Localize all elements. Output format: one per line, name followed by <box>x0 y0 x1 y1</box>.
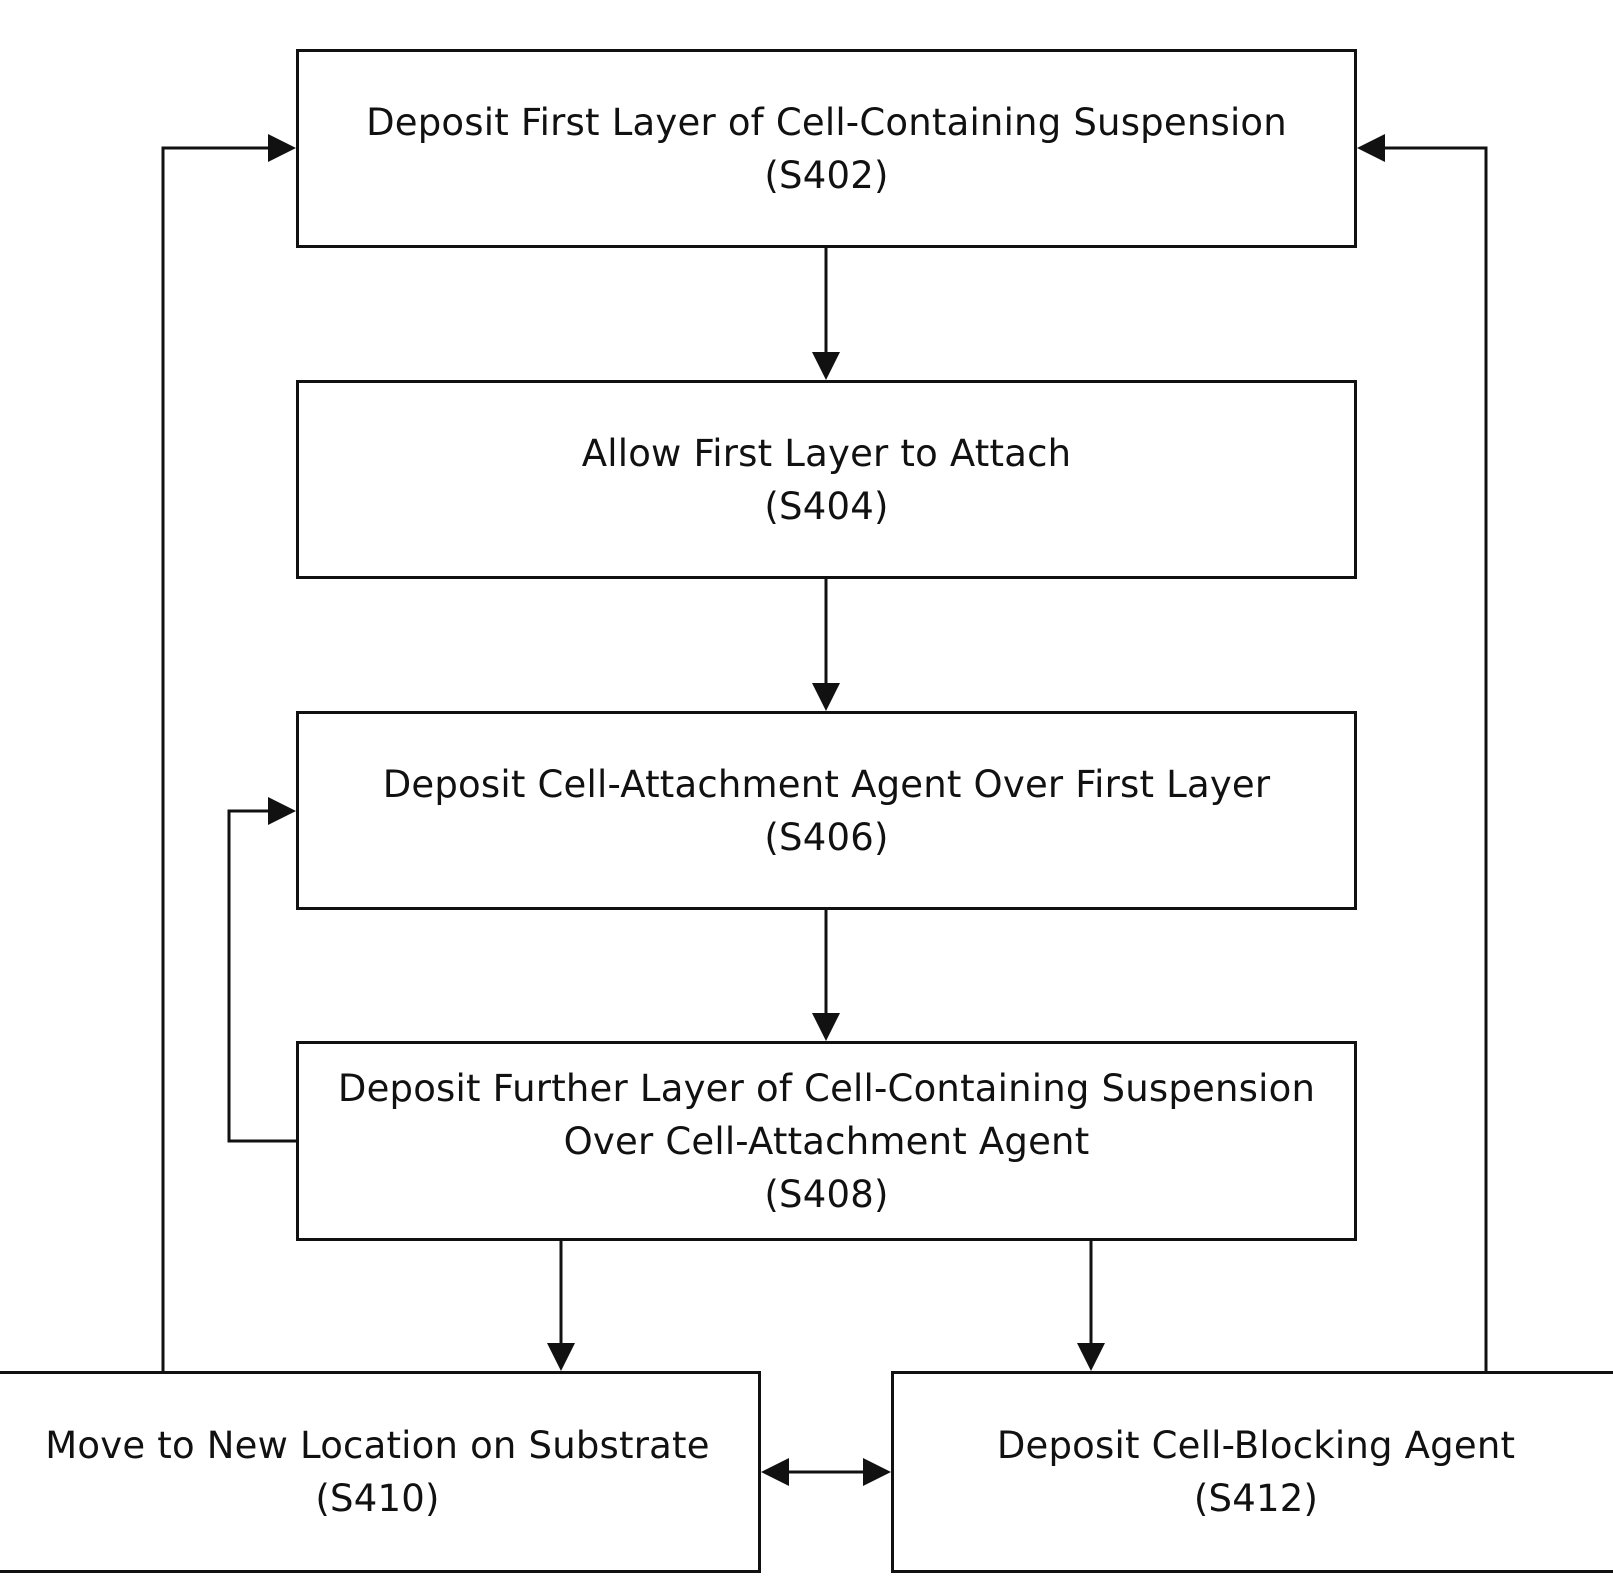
arrow-s408-to-s410 <box>547 1241 575 1371</box>
arrow-s408-loop-to-s406 <box>229 797 296 1141</box>
arrow-s406-to-s408 <box>812 910 840 1041</box>
step-s406-title: Deposit Cell-Attachment Agent Over First… <box>383 758 1271 811</box>
arrow-s410-s412-bidirectional <box>761 1458 891 1486</box>
arrow-s402-to-s404 <box>812 248 840 380</box>
step-s408-box: Deposit Further Layer of Cell-Containing… <box>296 1041 1357 1241</box>
step-s404-box: Allow First Layer to Attach (S404) <box>296 380 1357 579</box>
step-s406-box: Deposit Cell-Attachment Agent Over First… <box>296 711 1357 910</box>
step-s408-title-line2: Over Cell-Attachment Agent <box>564 1115 1090 1168</box>
arrow-s412-to-s402 <box>1357 134 1486 1371</box>
step-s408-code: (S408) <box>764 1168 888 1221</box>
step-s402-box: Deposit First Layer of Cell-Containing S… <box>296 49 1357 248</box>
arrow-s410-to-s402 <box>163 134 296 1371</box>
step-s412-box: Deposit Cell-Blocking Agent (S412) <box>891 1371 1613 1573</box>
step-s410-code: (S410) <box>315 1472 439 1525</box>
step-s408-title-line1: Deposit Further Layer of Cell-Containing… <box>338 1062 1315 1115</box>
arrow-s404-to-s406 <box>812 579 840 711</box>
step-s404-code: (S404) <box>764 480 888 533</box>
step-s412-title: Deposit Cell-Blocking Agent <box>997 1419 1515 1472</box>
step-s402-title: Deposit First Layer of Cell-Containing S… <box>366 96 1287 149</box>
step-s412-code: (S412) <box>1194 1472 1318 1525</box>
step-s402-code: (S402) <box>764 149 888 202</box>
step-s404-title: Allow First Layer to Attach <box>582 427 1072 480</box>
step-s410-title: Move to New Location on Substrate <box>45 1419 709 1472</box>
arrow-s408-to-s412 <box>1077 1241 1105 1371</box>
step-s410-box: Move to New Location on Substrate (S410) <box>0 1371 761 1573</box>
step-s406-code: (S406) <box>764 811 888 864</box>
